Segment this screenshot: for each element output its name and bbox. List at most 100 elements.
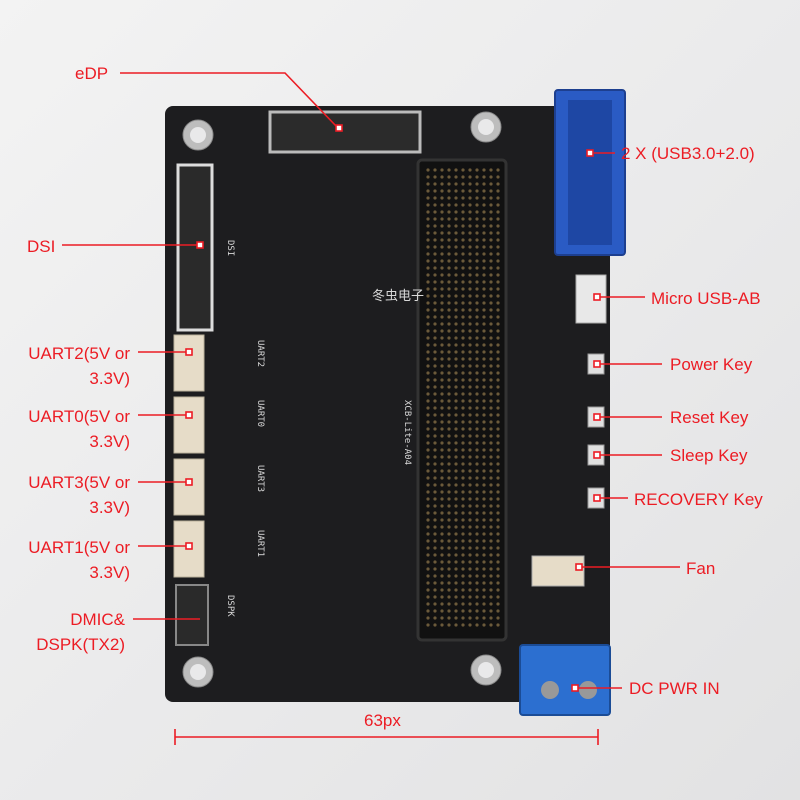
connector-pin [489,427,493,431]
connector-pin [433,252,437,256]
connector-pin [482,280,486,284]
connector-pin [461,504,465,508]
connector-pin [426,539,430,543]
connector-pin [475,259,479,263]
connector-pin [433,560,437,564]
connector-pin [440,490,444,494]
connector-pin [433,224,437,228]
connector-pin [454,399,458,403]
connector-pin [454,441,458,445]
connector-pin [496,406,500,410]
connector-pin [447,581,451,585]
connector-pin [447,175,451,179]
connector-pin [496,196,500,200]
label-reset-key: Reset Key [670,408,749,427]
connector-pin [426,210,430,214]
connector-pin [475,371,479,375]
connector-pin [454,210,458,214]
connector-pin [440,217,444,221]
connector-pin [447,329,451,333]
connector-pin [440,210,444,214]
connector-pin [440,315,444,319]
connector-pin [433,518,437,522]
connector-pin [440,287,444,291]
connector-pin [426,196,430,200]
connector-pin [426,532,430,536]
connector-pin [447,504,451,508]
connector-pin [475,399,479,403]
connector-pin [489,532,493,536]
connector-pin [468,616,472,620]
connector-pin [482,588,486,592]
connector-pin [489,434,493,438]
connector-pin [489,252,493,256]
connector-pin [440,518,444,522]
connector-pin [426,483,430,487]
connector-pin [489,553,493,557]
connector-pin [482,560,486,564]
connector-pin [475,567,479,571]
connector-pin [454,266,458,270]
connector-pin [454,273,458,277]
connector-pin [433,455,437,459]
connector-pin [496,371,500,375]
connector-pin [426,273,430,277]
connector-pin [461,301,465,305]
silk-uart1: UART1 [255,530,265,557]
connector-pin [489,238,493,242]
connector-pin [468,420,472,424]
connector-pin [440,420,444,424]
connector-pin [447,203,451,207]
connector-pin [447,357,451,361]
connector-pin [489,378,493,382]
connector-pin [454,518,458,522]
connector-pin [496,322,500,326]
connector-pin [475,308,479,312]
silk-uart2: UART2 [255,340,265,367]
connector-pin [482,168,486,172]
connector-pin [461,581,465,585]
connector-pin [496,602,500,606]
connector-pin [461,336,465,340]
connector-pin [426,602,430,606]
connector-pin [482,420,486,424]
connector-pin [447,217,451,221]
connector-pin [447,210,451,214]
connector-pin [426,266,430,270]
connector-pin [426,595,430,599]
connector-pin [468,238,472,242]
connector-pin [426,434,430,438]
connector-pin [496,399,500,403]
micro-usb-connector [575,274,607,324]
connector-pin [482,469,486,473]
connector-pin [482,322,486,326]
connector-pin [426,567,430,571]
connector-pin [482,518,486,522]
connector-pin [475,175,479,179]
connector-pin [482,567,486,571]
connector-pin [482,315,486,319]
connector-pin [454,413,458,417]
connector-pin [489,588,493,592]
connector-pin [454,448,458,452]
connector-pin [475,609,479,613]
connector-pin [482,189,486,193]
connector-pin [440,266,444,270]
connector-pin [440,469,444,473]
connector-pin [468,525,472,529]
connector-pin [461,623,465,627]
connector-pin [475,210,479,214]
connector-pin [433,602,437,606]
connector-pin [447,336,451,340]
connector-pin [496,217,500,221]
connector-pin [440,238,444,242]
connector-pin [496,567,500,571]
connector-pin [482,455,486,459]
connector-pin [496,308,500,312]
connector-pin [489,245,493,249]
connector-pin [475,532,479,536]
connector-pin [496,231,500,235]
connector-pin [426,168,430,172]
connector-pin [475,602,479,606]
